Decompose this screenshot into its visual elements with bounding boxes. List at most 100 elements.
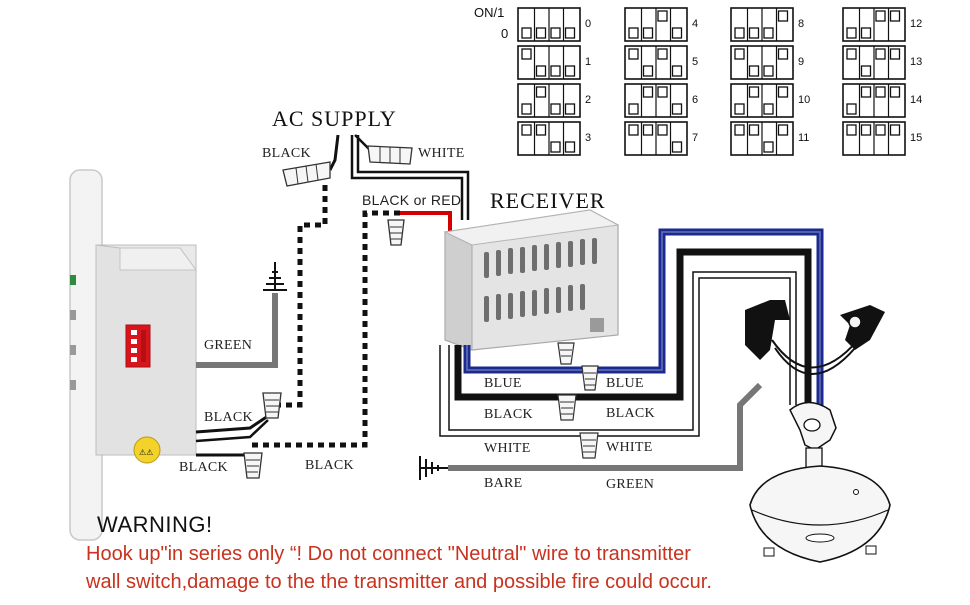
dip-setting-8: 8 bbox=[730, 7, 804, 42]
dip-knob bbox=[860, 86, 872, 98]
dip-knob bbox=[657, 86, 668, 98]
supply-black-lead bbox=[328, 134, 340, 171]
label-receiver-blue: BLUE bbox=[484, 376, 522, 391]
label-receiver-bare: BARE bbox=[484, 476, 523, 491]
dashed-black-wire-loop bbox=[252, 210, 400, 448]
dip-knob bbox=[550, 27, 561, 39]
wire-nut-black-or-red bbox=[387, 219, 405, 246]
warning-line-1: Hook up"in series only “! Do not connect… bbox=[86, 543, 691, 565]
dip-knob bbox=[748, 65, 760, 77]
label-supply-black: BLACK bbox=[262, 146, 311, 161]
dip-switch bbox=[125, 324, 151, 368]
label-receiver-white: WHITE bbox=[484, 441, 531, 456]
label-ac-supply: AC SUPPLY bbox=[272, 106, 397, 131]
dip-knob bbox=[564, 27, 576, 39]
black-wire bbox=[454, 248, 812, 410]
label-off: 0 bbox=[501, 26, 508, 41]
dip-setting-7: 7 bbox=[624, 121, 698, 156]
dip-setting-10: 10 bbox=[730, 83, 810, 118]
label-switch-green: GREEN bbox=[204, 338, 252, 353]
dip-knob bbox=[763, 141, 774, 153]
dip-knob bbox=[521, 124, 532, 136]
dip-setting-number: 14 bbox=[910, 94, 922, 106]
dip-setting-number: 12 bbox=[910, 18, 922, 30]
dip-setting-5: 5 bbox=[624, 45, 698, 80]
dip-knob bbox=[889, 86, 901, 98]
dip-knob bbox=[550, 141, 561, 153]
dip-knob bbox=[777, 48, 789, 60]
dip-setting-14: 14 bbox=[842, 83, 922, 118]
wire-nut-receiver-top bbox=[557, 342, 575, 365]
wire-nut-white bbox=[579, 432, 599, 459]
dip-knob bbox=[777, 86, 789, 98]
dip-knob bbox=[734, 103, 745, 115]
label-receiver-black: BLACK bbox=[484, 407, 533, 422]
ground-icon bbox=[263, 262, 287, 291]
wall-switch-transmitter: ⚠⚠ bbox=[69, 169, 197, 541]
label-fan-blue: BLUE bbox=[606, 376, 644, 391]
dip-knob bbox=[777, 124, 789, 136]
label-on: ON/1 bbox=[474, 5, 504, 20]
dip-knob bbox=[763, 65, 774, 77]
dip-knob bbox=[628, 27, 639, 39]
dip-knob bbox=[628, 103, 639, 115]
dip-knob bbox=[642, 86, 654, 98]
dip-knob bbox=[657, 124, 668, 136]
dip-knob bbox=[763, 27, 774, 39]
dip-knob bbox=[860, 65, 872, 77]
dip-setting-number: 13 bbox=[910, 56, 922, 68]
label-switch-black-upper: BLACK bbox=[204, 410, 253, 425]
dip-knob bbox=[777, 10, 789, 22]
dip-setting-number: 3 bbox=[585, 132, 591, 144]
dip-setting-number: 1 bbox=[585, 56, 591, 68]
label-receiver: RECEIVER bbox=[490, 188, 606, 213]
dip-knob bbox=[628, 48, 639, 60]
dip-setting-number: 10 bbox=[798, 94, 810, 106]
ground-icon-bare bbox=[419, 456, 448, 480]
ceiling-bracket bbox=[745, 300, 885, 375]
dip-knob bbox=[846, 48, 857, 60]
label-supply-white: WHITE bbox=[418, 146, 465, 161]
dip-knob bbox=[671, 65, 683, 77]
dip-setting-11: 11 bbox=[730, 121, 809, 156]
dip-setting-2: 2 bbox=[517, 83, 591, 118]
dip-knob bbox=[657, 48, 668, 60]
dip-knob bbox=[521, 27, 532, 39]
indicator-led bbox=[70, 275, 76, 285]
wire-nut-switch-upper bbox=[262, 392, 282, 419]
dip-knob bbox=[535, 124, 547, 136]
wire-nut-supply-black bbox=[282, 161, 331, 187]
dip-knob bbox=[748, 86, 760, 98]
dip-knob bbox=[642, 65, 654, 77]
receiver-vents bbox=[484, 238, 597, 322]
dip-knob bbox=[628, 124, 639, 136]
dip-knob bbox=[521, 48, 532, 60]
svg-text:⚠⚠: ⚠⚠ bbox=[139, 448, 153, 457]
label-fan-black: BLACK bbox=[606, 406, 655, 421]
dip-knob bbox=[642, 27, 654, 39]
wire-nut-supply-white bbox=[367, 145, 413, 165]
dip-setting-number: 15 bbox=[910, 132, 922, 144]
label-loop-black: BLACK bbox=[305, 458, 354, 473]
dip-knob bbox=[671, 27, 683, 39]
dip-knob bbox=[889, 124, 901, 136]
dip-knob bbox=[875, 86, 886, 98]
dip-knob bbox=[846, 27, 857, 39]
dip-setting-number: 5 bbox=[692, 56, 698, 68]
warning-line-2: wall switch,damage to the the transmitte… bbox=[86, 571, 712, 593]
dip-knob bbox=[763, 103, 774, 115]
supply-white-lead bbox=[350, 135, 464, 220]
dip-knob bbox=[734, 124, 745, 136]
label-fan-white: WHITE bbox=[606, 440, 653, 455]
dip-setting-13: 13 bbox=[842, 45, 922, 80]
dip-knob bbox=[564, 103, 576, 115]
dip-knob bbox=[564, 141, 576, 153]
wire-nut-switch-lower bbox=[243, 452, 263, 479]
dip-knob bbox=[671, 141, 683, 153]
wire-nut-blue bbox=[581, 365, 599, 391]
ground-wire-switch bbox=[196, 293, 278, 368]
white-wire bbox=[448, 271, 797, 431]
dip-knob bbox=[875, 10, 886, 22]
dip-knob bbox=[564, 65, 576, 77]
dip-setting-3: 3 bbox=[517, 121, 591, 156]
